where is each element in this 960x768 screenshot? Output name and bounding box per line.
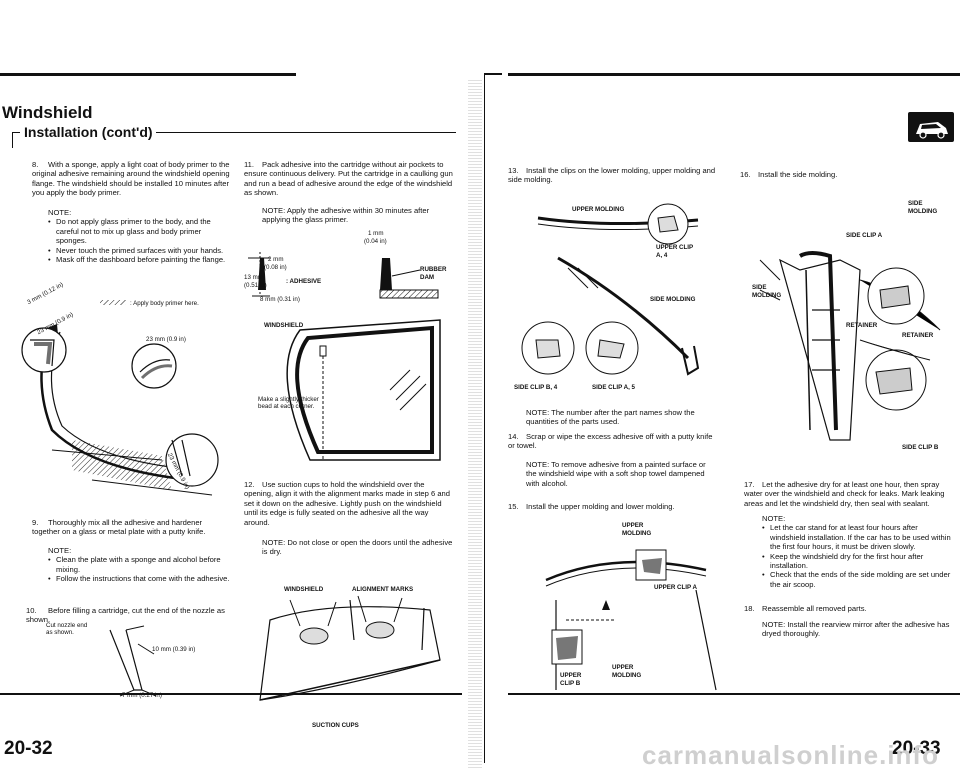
upper-clip-b-label: UPPER <box>560 672 582 679</box>
note-item: Follow the instructions that come with t… <box>48 574 232 584</box>
subtitle-rule <box>12 132 20 133</box>
cut-nozzle-label: Cut nozzle end as shown. <box>46 622 88 637</box>
page-number-right: 20-33 <box>892 738 941 759</box>
primer-legend: : Apply body primer here. <box>130 300 199 307</box>
nozzle-7mm: 7 mm (0.27 in) <box>122 692 162 699</box>
upper-molding-label-2b: MOLDING <box>622 530 652 537</box>
windshield-label: WINDSHIELD <box>264 322 304 329</box>
step-14: 14.Scrap or wipe the excess adhesive off… <box>508 432 713 451</box>
side-molding-diagram <box>759 251 941 441</box>
rubber-dam: RUBBER <box>420 266 447 273</box>
bead-8mm: 8 mm (0.31 in) <box>260 296 300 303</box>
top-rule-right <box>508 73 960 76</box>
upper-clip-a-label: UPPER CLIP A <box>654 584 697 591</box>
side-molding-top-label-2: MOLDING <box>908 208 938 215</box>
bead-1mm: 1 mm <box>368 230 384 237</box>
step-9-note: NOTE: Clean the plate with a sponge and … <box>48 546 232 584</box>
step-12: 12.Use suction cups to hold the windshie… <box>244 480 450 527</box>
step-13: 13.Install the clips on the lower moldin… <box>508 166 716 185</box>
upper-molding-label-2: UPPER <box>622 522 644 529</box>
suction-cups-label: SUCTION CUPS <box>312 722 359 729</box>
gutter-tick <box>484 73 502 75</box>
upper-clip-b-label-2: CLIP B <box>560 680 581 687</box>
gutter-line <box>484 73 485 763</box>
note-item: Let the car stand for at least four hour… <box>762 523 952 551</box>
upper-clip-label: UPPER CLIP <box>656 244 694 251</box>
upper-molding-diagram <box>545 549 717 691</box>
retainer-label-2: RETAINER <box>902 332 934 339</box>
step-18-note: NOTE: Install the rearview mirror after … <box>762 620 950 639</box>
step-11-note: NOTE: Apply the adhesive within 30 minut… <box>262 206 430 225</box>
bead-diagram <box>248 252 439 299</box>
note-item: Clean the plate with a sponge and alcoho… <box>48 555 232 574</box>
primer-diagram <box>21 300 219 496</box>
side-molding-left-label-2: MOLDING <box>752 292 782 299</box>
page-gutter <box>468 78 482 768</box>
upper-molding-label: UPPER MOLDING <box>572 206 625 213</box>
step-8-note: NOTE: Do not apply glass primer to the b… <box>48 208 232 265</box>
bead-13mm: 13 mm <box>244 274 263 281</box>
thicker-bead-label: Make a slightly thicker <box>258 396 319 403</box>
subtitle-rule-long <box>156 132 456 133</box>
step-10: 10.Before filling a cartridge, cut the e… <box>26 606 225 625</box>
suction-cup-diagram <box>259 595 441 701</box>
thicker-bead-label-2: bead at each corner. <box>258 403 315 410</box>
upper-clip-qty: A, 4 <box>656 252 668 259</box>
nozzle-diagram <box>109 625 157 697</box>
nozzle-10mm: 10 mm (0.39 in) <box>152 646 196 653</box>
step-13-note: NOTE: The number after the part names sh… <box>526 408 695 427</box>
bottom-rule-left <box>0 693 462 695</box>
bead-2mm-in: (0.08 in) <box>264 264 287 271</box>
page-title: Windshield <box>2 103 93 122</box>
alignment-marks-label: ALIGNMENT MARKS <box>352 586 414 593</box>
note-item: Check that the ends of the side molding … <box>762 570 952 589</box>
side-molding-left-label: SIDE <box>752 284 767 291</box>
upper-molding-label-3: UPPER <box>612 664 634 671</box>
step-14-note: NOTE: To remove adhesive from a painted … <box>526 460 706 488</box>
side-molding-label: SIDE MOLDING <box>650 296 696 303</box>
adhesive-legend: : ADHESIVE <box>286 278 322 285</box>
windshield-bead-diagram <box>286 319 441 461</box>
dim-23mm-b: 23 mm (0.9 in) <box>146 336 186 343</box>
top-rule-left <box>0 73 296 76</box>
note-item: Do not apply glass primer to the body, a… <box>48 217 232 245</box>
step-18: 18.Reassemble all removed parts. <box>744 604 867 613</box>
car-badge <box>908 112 954 142</box>
rubber-dam-2: DAM <box>420 274 435 281</box>
bead-1mm-in: (0.04 in) <box>364 238 387 245</box>
note-item: Mask off the dashboard before painting t… <box>48 255 232 265</box>
watermark: carmanualsonline.info <box>642 740 939 768</box>
windshield-label-2: WINDSHIELD <box>284 586 324 593</box>
subtitle-rule-v <box>12 132 13 148</box>
upper-molding-label-3b: MOLDING <box>612 672 642 679</box>
side-clip-b-label: SIDE CLIP B, 4 <box>514 384 558 391</box>
bottom-rule-right <box>508 693 960 695</box>
side-clip-a-right-label: SIDE CLIP A <box>846 232 883 239</box>
bead-2mm: 2 mm <box>268 256 284 263</box>
note-item: Never touch the primed surfaces with you… <box>48 246 232 256</box>
page-number-left: 20-32 <box>4 738 53 759</box>
step-9: 9.Thoroughly mix all the adhesive and ha… <box>32 518 206 537</box>
page-subtitle: Installation (cont'd) <box>24 124 153 140</box>
car-icon <box>916 122 948 139</box>
step-11: 11.Pack adhesive into the cartridge with… <box>244 160 453 198</box>
side-clip-b-right-label: SIDE CLIP B <box>902 444 939 451</box>
step-15: 15.Install the upper molding and lower m… <box>508 502 675 511</box>
step-17-note: NOTE: Let the car stand for at least fou… <box>762 514 952 589</box>
note-item: Keep the windshield dry for the first ho… <box>762 552 952 571</box>
molding-clips-diagram <box>521 203 700 376</box>
bead-13mm-in: (0.51 in) <box>244 282 267 289</box>
side-molding-top-label: SIDE <box>908 200 923 207</box>
step-16: 16.Install the side molding. <box>740 170 838 179</box>
retainer-label-1: RETAINER <box>846 322 878 329</box>
step-8: 8.With a sponge, apply a light coat of b… <box>32 160 230 198</box>
step-12-note: NOTE: Do not close or open the doors unt… <box>262 538 453 557</box>
side-clip-a-label: SIDE CLIP A, 5 <box>592 384 635 391</box>
step-17: 17.Let the adhesive dry for at least one… <box>744 480 945 508</box>
